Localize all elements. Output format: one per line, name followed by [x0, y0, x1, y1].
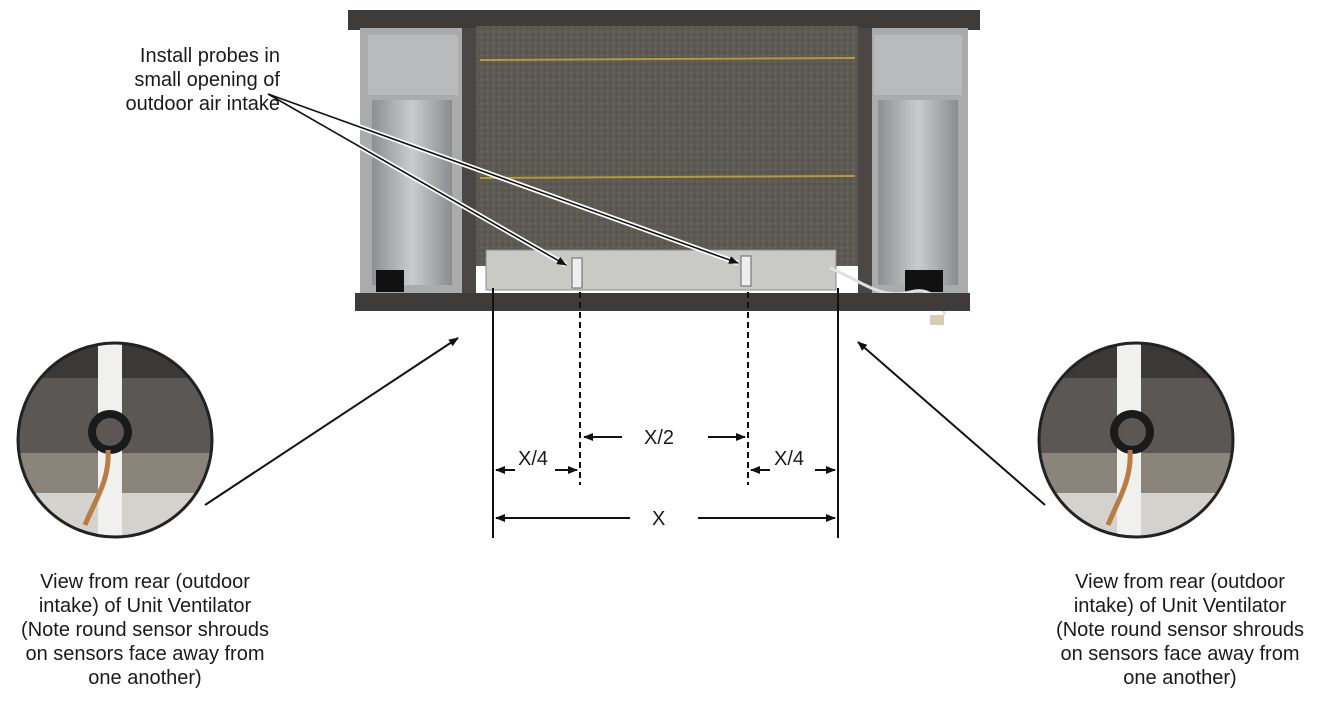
dimension-lines: [492, 288, 839, 538]
callout-line-3: outdoor air intake: [125, 93, 280, 115]
left-detail-photo: [16, 341, 214, 539]
dimension-label-half: X/2: [644, 427, 675, 449]
caption-right: View from rear (outdoor intake) of Unit …: [1030, 570, 1330, 690]
caption-right-line-1: View from rear (outdoor: [1075, 571, 1285, 593]
caption-left-line-5: one another): [88, 667, 202, 689]
dimension-label-quarter-left: X/4: [518, 448, 549, 470]
dimension-label-quarter-right: X/4: [774, 448, 805, 470]
unit-ventilator-photo: [348, 10, 980, 325]
caption-right-line-5: one another): [1123, 667, 1237, 689]
dimension-arrows: [495, 433, 836, 522]
caption-left-line-3: (Note round sensor shrouds: [21, 619, 269, 641]
caption-left-line-2: intake) of Unit Ventilator: [38, 595, 252, 617]
callout-arrow-right-probe: [267, 93, 739, 264]
callout-arrows: [267, 93, 739, 266]
caption-right-line-3: (Note round sensor shrouds: [1056, 619, 1304, 641]
caption-left-line-4: on sensors face away from: [25, 643, 265, 665]
dimension-label-total: X: [652, 508, 666, 530]
caption-right-line-4: on sensors face away from: [1060, 643, 1300, 665]
caption-left-line-1: View from rear (outdoor: [40, 571, 250, 593]
probe-callout: Install probes in small opening of outdo…: [110, 44, 280, 116]
caption-left: View from rear (outdoor intake) of Unit …: [10, 570, 280, 690]
right-detail-photo: [1037, 341, 1235, 539]
left-detail-arrow: [204, 337, 459, 506]
right-detail-arrow: [857, 341, 1046, 506]
callout-arrow-left-probe: [267, 93, 567, 266]
callout-line-1: Install probes in: [139, 45, 280, 67]
callout-line-2: small opening of: [134, 69, 280, 91]
caption-right-line-2: intake) of Unit Ventilator: [1073, 595, 1287, 617]
